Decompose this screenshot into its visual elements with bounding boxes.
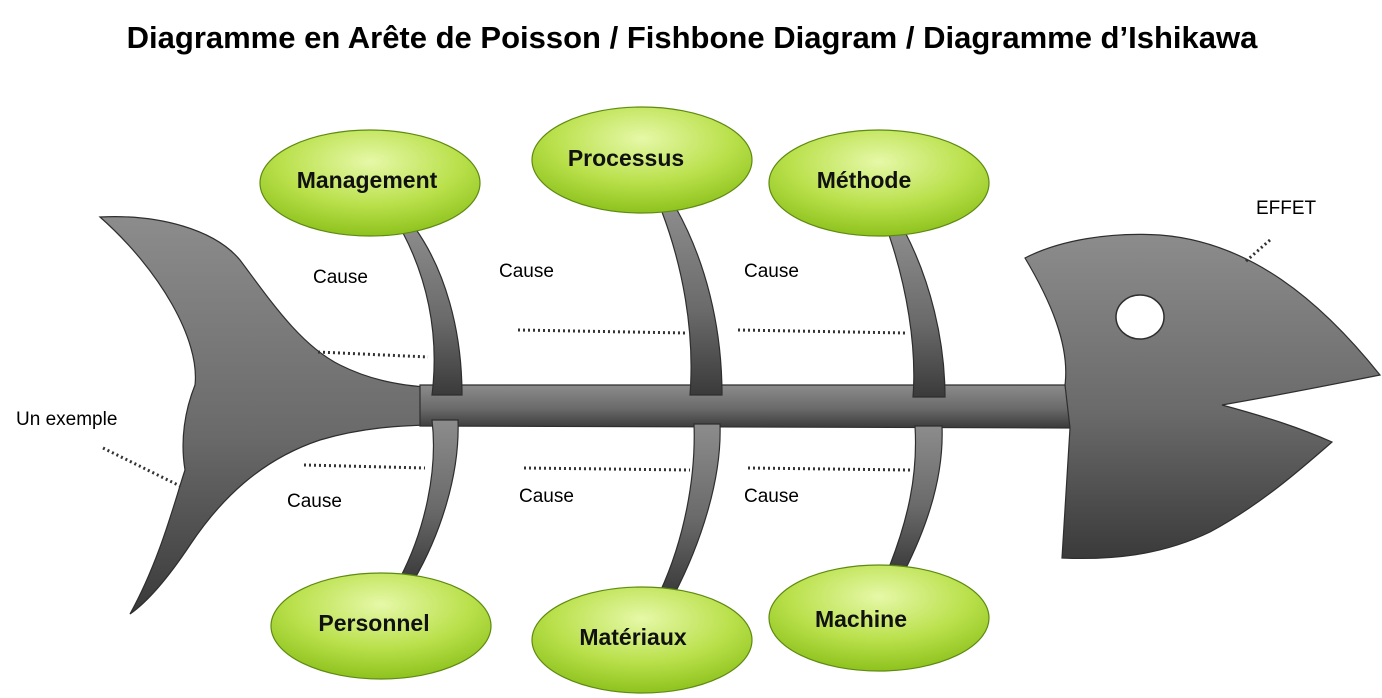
bubble-machine: Machine (768, 564, 990, 672)
bone-machine (887, 425, 943, 573)
cause-line-bottom-left (303, 463, 426, 470)
category-methode: Méthode (817, 167, 912, 193)
fish-skeleton (98, 207, 1382, 615)
fish-spine (419, 384, 1076, 429)
bone-materiaux (659, 423, 721, 596)
bubble-materiaux: Matériaux (531, 586, 753, 694)
cause-line-bottom-right (747, 466, 911, 472)
cause-line-top-middle (517, 328, 687, 335)
category-personnel: Personnel (318, 610, 429, 636)
cause-lines (102, 238, 1271, 488)
bubble-methode: Méthode (768, 129, 990, 237)
bubble-personnel: Personnel (270, 572, 492, 680)
bone-management (402, 227, 463, 396)
bubble-management: Management (259, 129, 481, 237)
category-materiaux: Matériaux (579, 624, 687, 650)
category-processus: Processus (568, 145, 684, 171)
cause-label-bottom-left: Cause (287, 491, 342, 512)
effect-label: EFFET (1256, 198, 1317, 219)
cause-line-top-right (737, 328, 907, 335)
cause-label-bottom-middle: Cause (519, 486, 574, 507)
bone-methode (888, 231, 946, 398)
bone-processus (661, 207, 723, 396)
tail-pointer-line (102, 446, 181, 488)
category-machine: Machine (815, 606, 907, 632)
cause-label-top-right: Cause (744, 261, 799, 282)
bone-personnel (399, 419, 459, 581)
effect-pointer-line (1244, 238, 1271, 264)
fish-head (1024, 233, 1382, 560)
bubble-processus: Processus (531, 106, 753, 214)
fish-eye (1115, 294, 1165, 340)
cause-line-bottom-middle (523, 466, 691, 472)
category-management: Management (297, 167, 438, 193)
cause-label-bottom-right: Cause (744, 486, 799, 507)
cause-label-top-left: Cause (313, 267, 368, 288)
cause-line-top-left (317, 350, 429, 359)
diagram-title: Diagramme en Arête de Poisson / Fishbone… (127, 20, 1258, 55)
cause-label-top-middle: Cause (499, 261, 554, 282)
fish-tail (98, 216, 441, 615)
tail-label: Un exemple (16, 409, 117, 430)
